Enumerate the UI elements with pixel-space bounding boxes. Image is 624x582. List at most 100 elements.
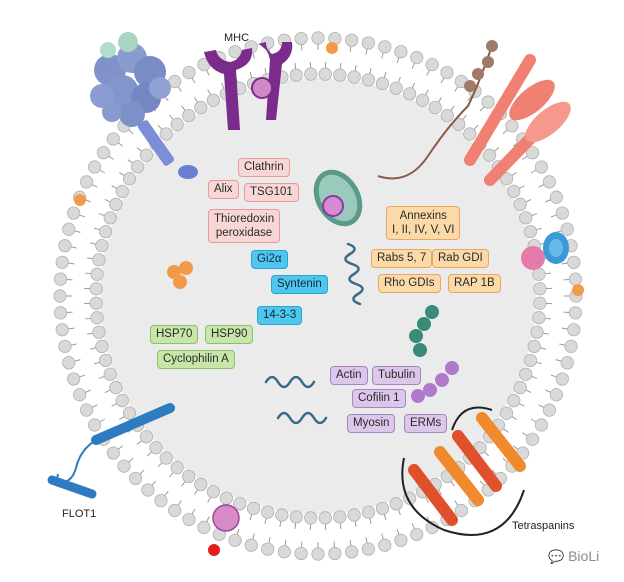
lipid-head	[96, 146, 111, 160]
lipid-head	[182, 469, 196, 484]
lipid-head	[361, 36, 375, 50]
flot1-label: FLOT1	[62, 508, 97, 520]
lipid-head	[454, 503, 468, 518]
lipid-head	[328, 546, 342, 561]
lipid-head	[318, 511, 332, 525]
lipid-head	[95, 339, 109, 354]
14-3-3-tag: 14-3-3	[257, 306, 303, 325]
lipid-head	[347, 70, 361, 84]
lipid-head	[103, 367, 117, 381]
erms-tag: ERMs	[404, 414, 448, 433]
lipid-head	[233, 497, 247, 511]
alix-tag: Alix	[208, 180, 239, 199]
lipid-head	[389, 81, 403, 95]
lipid-head	[564, 339, 578, 353]
lipid-head	[128, 471, 143, 486]
lipid-head	[95, 238, 109, 253]
lipid-head	[361, 542, 375, 556]
lipid-head	[87, 160, 102, 174]
lipid-head	[67, 206, 81, 220]
lipid-head	[481, 95, 495, 109]
lipid-head	[347, 508, 361, 522]
lipid-head	[89, 296, 103, 310]
lipid-head	[333, 68, 347, 82]
lipid-head	[159, 451, 173, 465]
lipid-head	[194, 100, 208, 115]
hsp70-tag: HSP70	[150, 325, 199, 344]
lipid-head	[58, 339, 72, 353]
lipid-head	[523, 353, 538, 368]
lipid-head	[182, 65, 196, 80]
clathrin-tag: Clathrin	[238, 158, 290, 177]
lipid-head	[378, 538, 392, 552]
lipid-head	[440, 65, 454, 80]
lipid-head	[513, 381, 527, 395]
rna-strand-icon	[264, 242, 364, 425]
lipid-head	[549, 388, 563, 402]
lipid-head	[206, 93, 220, 107]
mhc-molecule-icon	[204, 42, 293, 130]
lipid-head	[98, 224, 113, 239]
lipid-head	[567, 255, 581, 269]
lipid-head	[542, 403, 556, 417]
lipid-head	[87, 418, 102, 432]
vesicle-organelle-icon	[313, 169, 363, 227]
lipid-head	[375, 501, 390, 516]
lipid-head	[141, 483, 155, 497]
lipid-head	[534, 160, 549, 174]
lipid-head	[534, 418, 549, 432]
chat-bubble-icon: 💬	[548, 549, 565, 564]
lipid-head	[428, 100, 442, 115]
lipid-head	[345, 33, 359, 47]
lipid-head	[117, 459, 131, 473]
lipid-head	[275, 508, 289, 522]
lipid-head	[345, 545, 359, 559]
lipid-head	[425, 58, 439, 72]
lipid-head	[361, 73, 376, 87]
lipid-head	[568, 272, 583, 286]
rabs-tag: Rabs 5, 7	[371, 249, 433, 268]
lipid-head	[228, 533, 242, 547]
lipid-head	[567, 323, 581, 337]
lipid-head	[182, 512, 196, 527]
lipid-head	[139, 148, 153, 162]
lipid-head	[311, 31, 325, 45]
lipid-head	[122, 172, 137, 186]
myosin-tag: Myosin	[347, 414, 396, 433]
lipid-head	[533, 296, 547, 310]
lipid-head	[505, 119, 519, 133]
annexins-line1: Annexins	[399, 210, 447, 222]
lipid-head	[318, 67, 332, 81]
lipid-head	[519, 367, 533, 381]
lipid-head	[109, 381, 123, 395]
lipid-head	[80, 403, 94, 417]
glycan-chain-icon	[377, 40, 498, 180]
annexins-tag: Annexins I, II, IV, V, VI	[386, 206, 461, 240]
lipid-head	[532, 267, 546, 281]
membrane-dot-icon	[74, 42, 584, 556]
lipid-head	[106, 132, 120, 146]
lipid-head	[62, 356, 76, 370]
lipid-head	[560, 222, 574, 236]
lipid-head	[378, 40, 392, 54]
lipid-head	[483, 148, 497, 162]
lipid-head	[103, 211, 117, 225]
lipid-head	[90, 267, 104, 281]
rap1b-tag: RAP 1B	[448, 274, 501, 293]
lipid-head	[206, 485, 220, 499]
lipid-head	[130, 160, 145, 174]
lipid-head	[523, 224, 538, 239]
lipid-head	[440, 108, 454, 123]
receptor-icon	[464, 54, 571, 186]
lipid-head	[159, 127, 173, 141]
lipid-head	[568, 306, 583, 320]
protein-complex-icon	[90, 32, 198, 179]
lipid-head	[260, 505, 275, 519]
lipid-head	[197, 520, 211, 534]
lipid-head	[289, 68, 303, 82]
lipid-head	[532, 311, 546, 325]
lipid-head	[122, 406, 137, 420]
lipid-head	[304, 511, 318, 525]
lipid-head	[58, 239, 72, 253]
